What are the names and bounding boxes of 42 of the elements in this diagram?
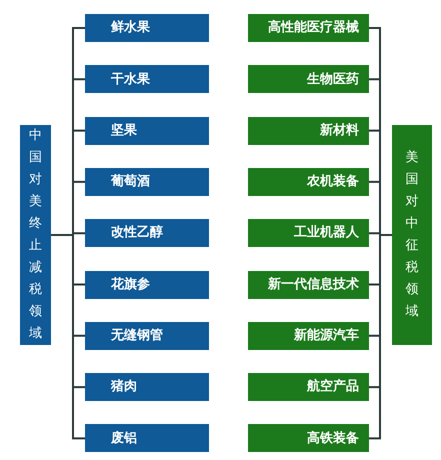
box-label: 高性能医疗器械 <box>268 18 359 38</box>
item-box <box>248 116 369 145</box>
connector-line <box>51 234 85 440</box>
connector-line <box>369 234 392 440</box>
item-box <box>85 65 209 94</box>
item-box <box>85 424 209 452</box>
box-label: 新能源汽车 <box>294 326 359 346</box>
item-box <box>248 322 369 350</box>
box-label: 猪肉 <box>111 378 137 396</box>
item-box <box>248 373 369 402</box>
box-label: 工业机器人 <box>294 224 359 242</box>
box-label: 改性乙醇 <box>111 224 163 242</box>
box-label: 干水果 <box>111 70 150 89</box>
item-box <box>85 270 209 298</box>
box-label: 鲜水果 <box>111 19 150 38</box>
box-label: 生物医药 <box>307 70 359 89</box>
item-box <box>248 270 369 298</box>
item-box <box>85 168 209 196</box>
box-label: 高铁装备 <box>307 430 359 448</box>
box-label: 葡萄酒 <box>111 173 150 192</box>
box-label: 航空产品 <box>307 378 359 396</box>
item-box <box>248 424 369 452</box>
box-label: 无缝钢管 <box>111 327 163 346</box>
box-label: 新一代信息技术 <box>268 276 359 294</box>
item-box <box>85 219 209 248</box>
item-box <box>85 116 209 145</box>
item-box <box>248 65 369 94</box>
box-label: 坚果 <box>111 122 137 140</box>
item-box <box>85 322 209 350</box>
item-box <box>248 14 369 42</box>
category-box <box>392 125 432 345</box>
item-box <box>248 168 369 196</box>
item-box <box>248 219 369 248</box>
box-label: 中国对美终止减税领域 <box>29 126 42 344</box>
box-label: 美国对中征税领域 <box>406 148 418 322</box>
category-box <box>20 125 51 345</box>
box-label: 新材料 <box>320 122 359 140</box>
item-box <box>85 14 209 42</box>
box-label: 农机装备 <box>307 173 359 192</box>
box-label: 花旗参 <box>111 276 150 294</box>
box-label: 废铝 <box>111 430 137 448</box>
item-box <box>85 373 209 402</box>
